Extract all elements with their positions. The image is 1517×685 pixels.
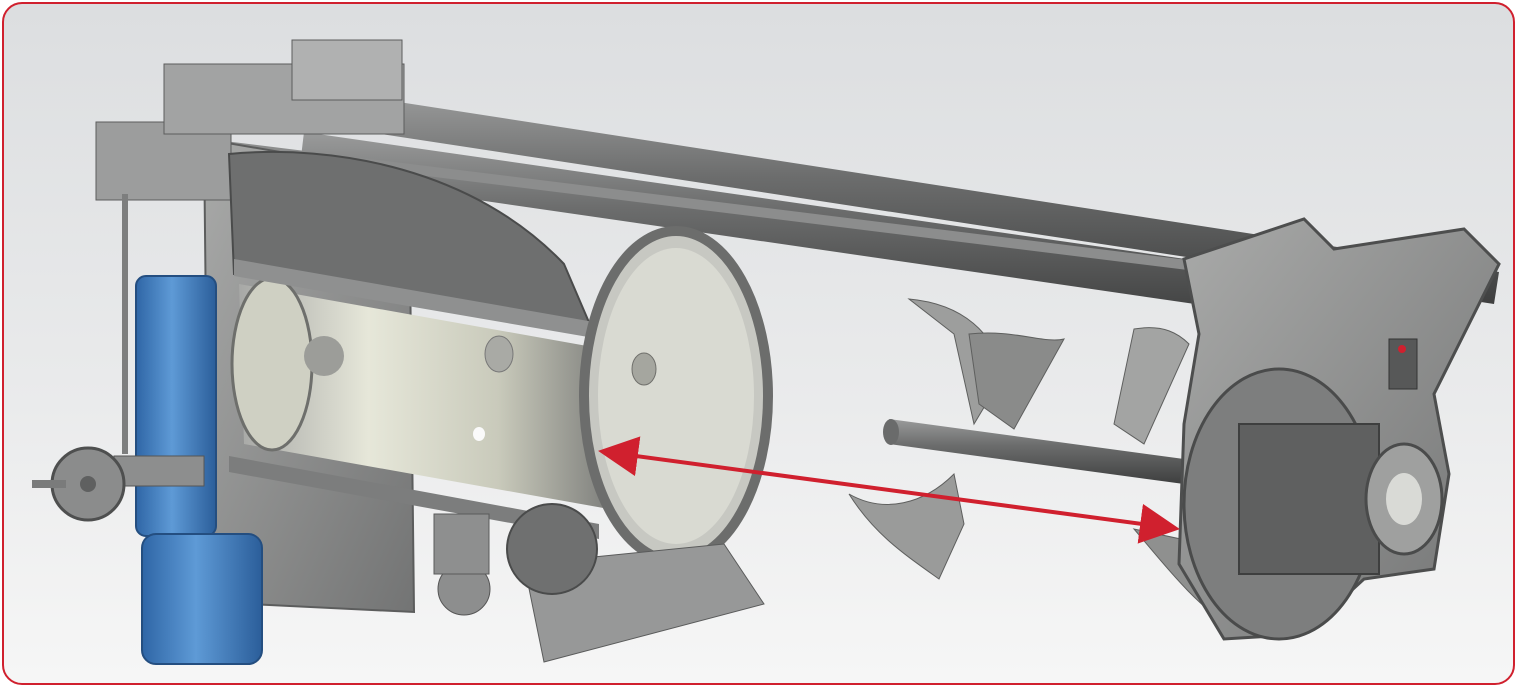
blue-motor: [113, 275, 263, 665]
handwheel: [32, 446, 126, 522]
mixing-drum: [230, 276, 609, 509]
distance-arrow: [598, 436, 1180, 544]
front-end-plate: [1177, 217, 1501, 641]
front-flange: [579, 226, 773, 566]
drum-cover: [227, 150, 599, 539]
base-feet: [433, 503, 765, 663]
machine-illustration: [32, 39, 1501, 665]
